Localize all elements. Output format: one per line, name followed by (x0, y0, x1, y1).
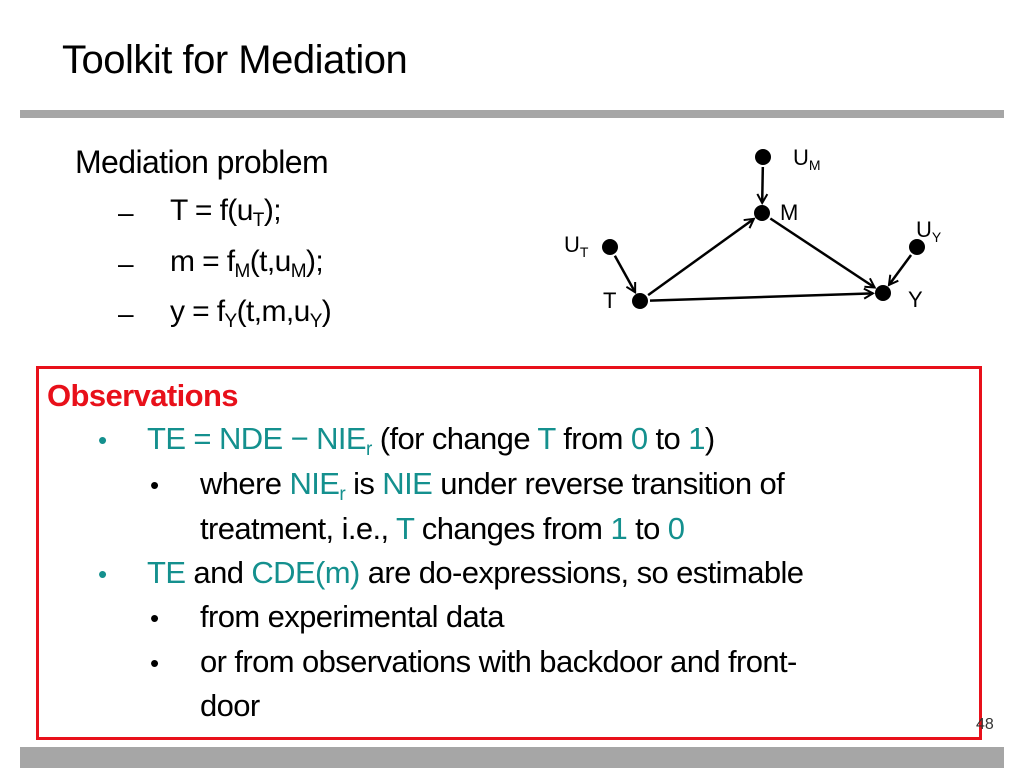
node-label-y: Y (908, 287, 923, 312)
title-divider (20, 110, 1004, 118)
dash-bullet: – (118, 298, 134, 329)
bullet: • (98, 559, 108, 589)
node-um (755, 149, 771, 165)
observation-nier-definition: where NIEr is NIE under reverse transiti… (200, 466, 785, 505)
node-label-ut: UT (564, 232, 589, 260)
node-y (875, 285, 891, 301)
observation-experimental: from experimental data (200, 599, 504, 634)
footer-bar (20, 747, 1004, 768)
node-label-t: T (603, 288, 616, 313)
node-label-uy: UY (916, 217, 942, 245)
problem-heading: Mediation problem (75, 144, 329, 180)
observation-backdoor-frontdoor-cont: door (200, 688, 260, 723)
edge-t-to-y (649, 293, 873, 302)
edge-ut-to-t (613, 255, 637, 293)
edge-um-to-m (762, 166, 763, 203)
node-m (754, 205, 770, 221)
page-number: 48 (976, 716, 994, 733)
observation-do-expressions: TE and CDE(m) are do-expressions, so est… (147, 555, 804, 590)
observation-nier-definition-cont: treatment, i.e., T changes from 1 to 0 (200, 511, 685, 546)
edge-t-to-m (647, 219, 754, 297)
observations-title: Observations (47, 378, 239, 413)
dash-bullet: – (118, 248, 134, 279)
observation-backdoor-frontdoor: or from observations with backdoor and f… (200, 644, 797, 679)
equation-m: m = fM(t,uM); (170, 245, 324, 282)
node-label-um: UM (793, 145, 821, 173)
equation-y: y = fY(t,m,uY) (170, 295, 332, 332)
observation-te-nde-nie: TE = NDE − NIEr (for change T from 0 to … (147, 421, 715, 460)
edge-m-to-y (769, 217, 874, 288)
equation-t: T = f(uT); (170, 194, 282, 231)
edge-uy-to-y (889, 254, 913, 285)
node-uy (909, 239, 925, 255)
node-label-m: M (780, 200, 798, 225)
bullet: • (150, 470, 160, 500)
observations-box (36, 366, 982, 740)
bullet: • (150, 603, 160, 633)
slide-title: Toolkit for Mediation (62, 38, 408, 82)
bullet: • (98, 425, 108, 455)
bullet: • (150, 648, 160, 678)
node-t (632, 293, 648, 309)
dash-bullet: – (118, 197, 134, 228)
node-ut (602, 239, 618, 255)
